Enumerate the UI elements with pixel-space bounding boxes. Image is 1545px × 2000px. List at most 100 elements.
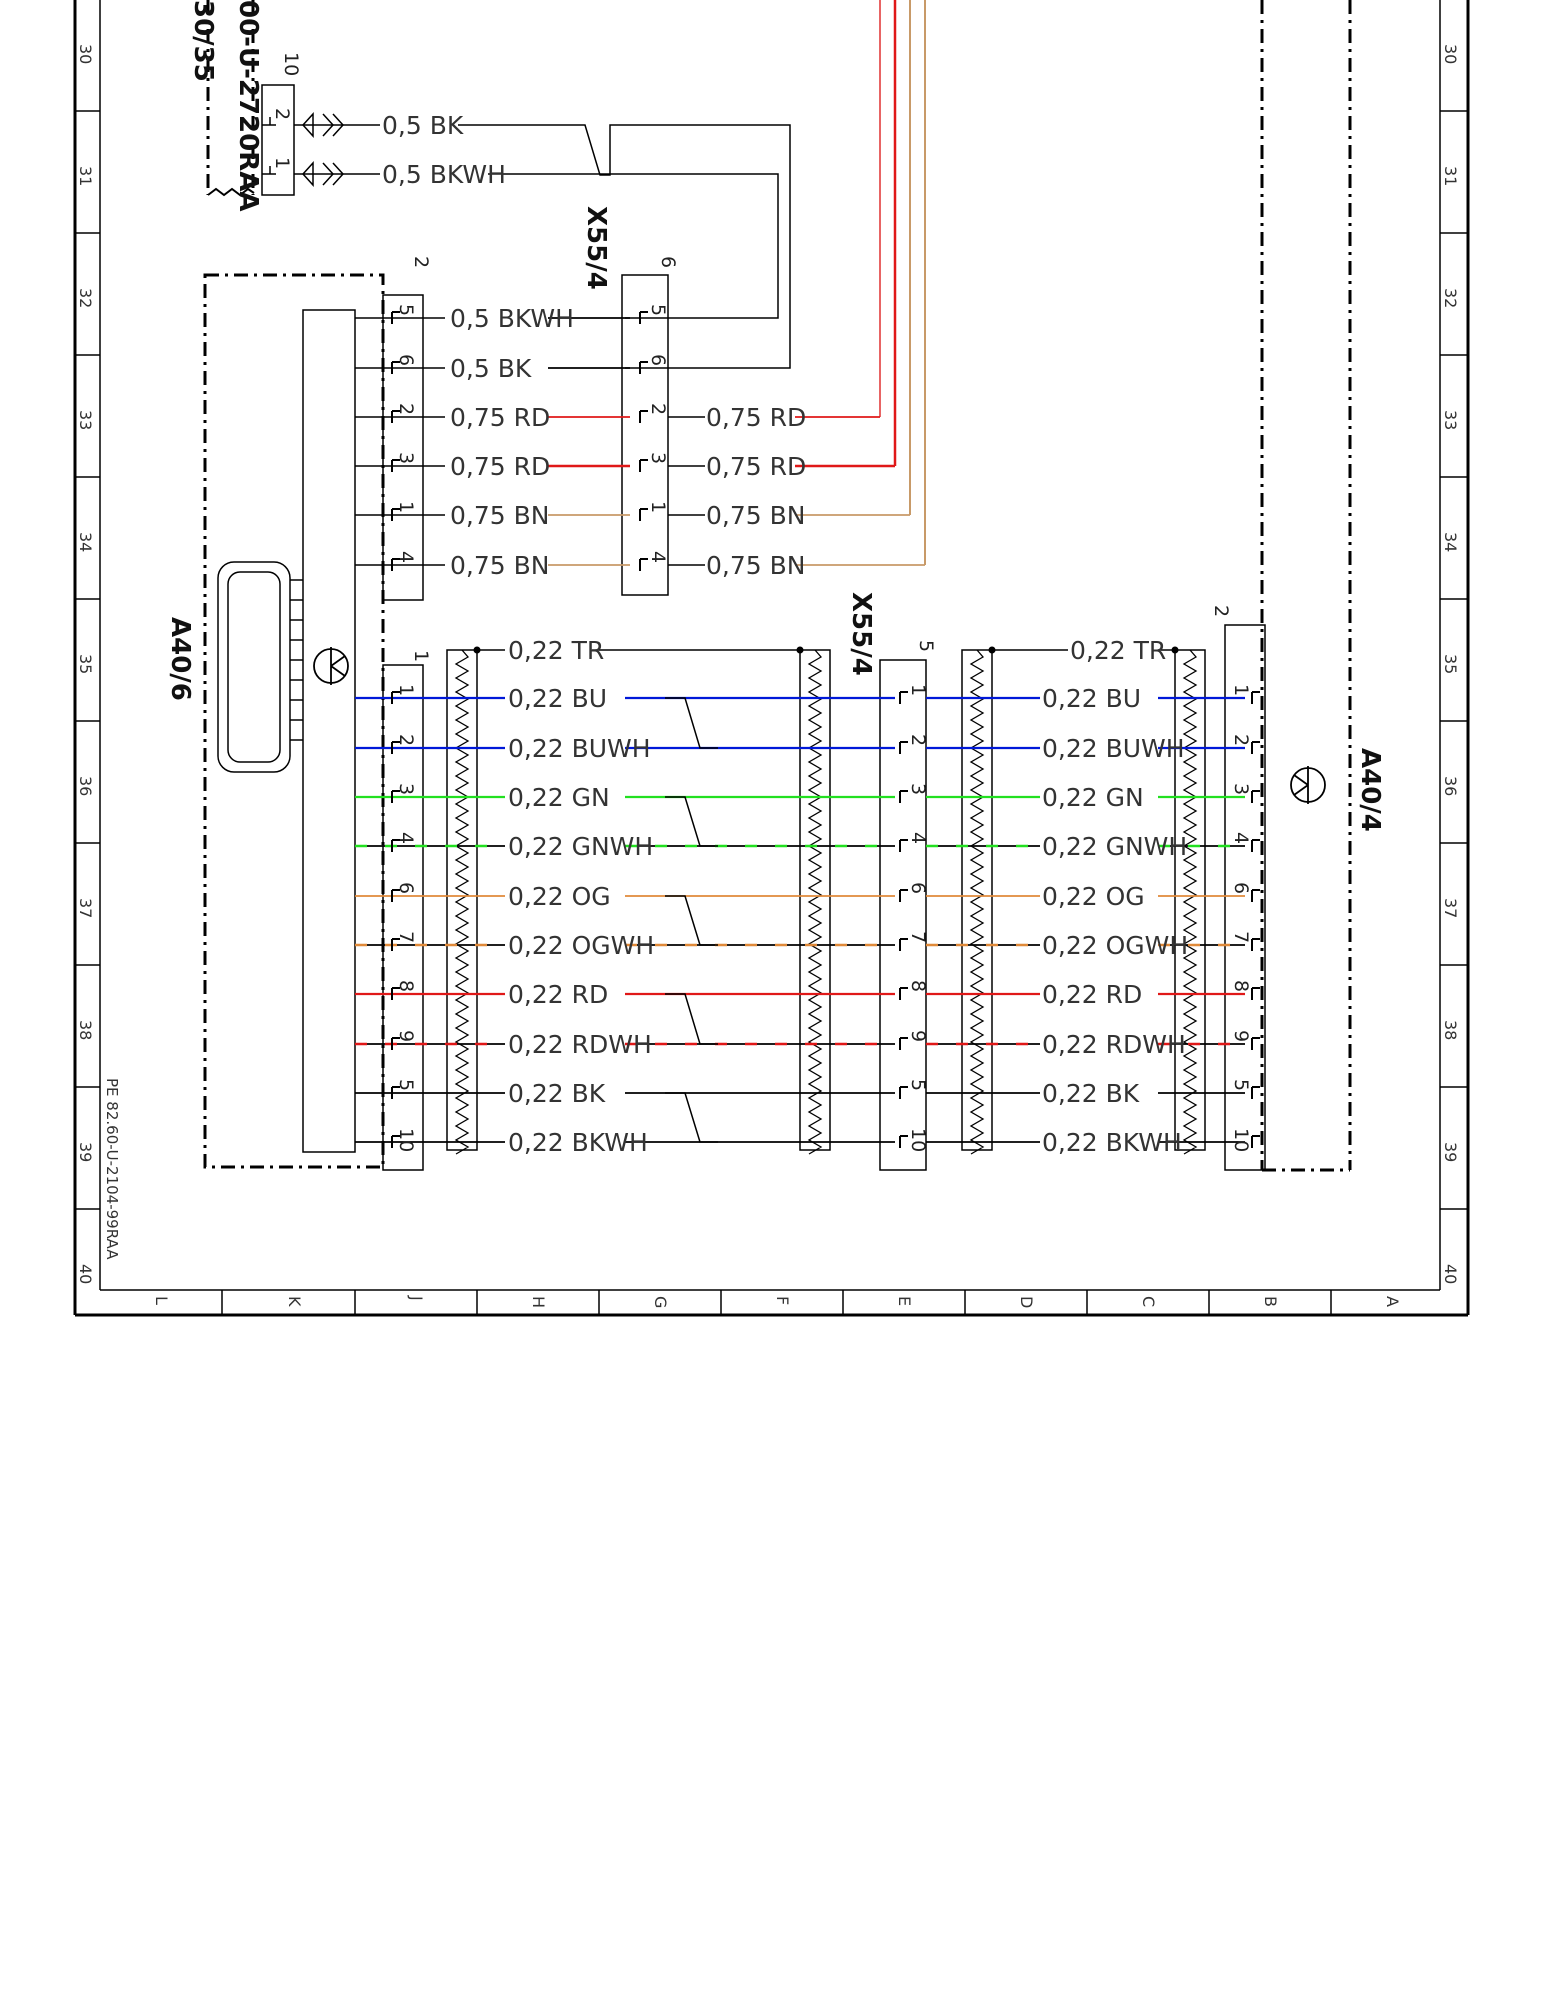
reference-wire-bkwh: 0,5 BKWH (382, 160, 506, 189)
upper-left-wire-label: 0,5 BKWH (450, 304, 574, 333)
lower-left-wire-label: 0,22 RD (508, 980, 608, 1009)
row-label-40: 40 (76, 1264, 95, 1284)
col-label-B: B (1261, 1296, 1280, 1307)
shield-zigzag (454, 649, 470, 1155)
a40-6-upper-pin-1: 1 (395, 501, 417, 513)
row-label-right-34: 34 (1441, 532, 1460, 552)
upper-left-wire-label: 0,75 RD (450, 452, 550, 481)
a40-4-pin-3: 3 (1230, 783, 1252, 795)
row-label-right-38: 38 (1441, 1020, 1460, 1040)
row-label-32: 32 (76, 288, 95, 308)
plug-icon (332, 162, 345, 186)
transistor-icon (313, 647, 349, 685)
row-label-right-31: 31 (1441, 166, 1460, 186)
x55-upper-pin-5: 5 (647, 304, 669, 316)
upper-left-wire-label: 0,5 BK (450, 354, 532, 383)
shield-zigzag (807, 649, 823, 1155)
a40-6-upper-pin-4: 4 (395, 551, 417, 563)
x55-upper-pin-3: 3 (647, 452, 669, 464)
row-label-30: 30 (76, 44, 95, 64)
a40-6-lower-pin-9: 9 (395, 1030, 417, 1042)
upper-left-wire-label: 0,75 RD (450, 403, 550, 432)
a40-6-lower-pin-6: 6 (395, 882, 417, 894)
lower-right-wire-label: 0,22 BU (1042, 684, 1141, 713)
drawing-number: PE 82.60-U-2104-99RAA (103, 1078, 121, 1260)
row-label-right-35: 35 (1441, 654, 1460, 674)
row-label-37: 37 (76, 898, 95, 918)
plug-icon (322, 162, 335, 186)
x55-lower-pin-2: 2 (907, 734, 929, 746)
col-label-A: A (1383, 1296, 1402, 1307)
x55-lower-pin-3: 3 (907, 783, 929, 795)
lower-right-wire-label: 0,22 GN (1042, 783, 1144, 812)
row-label-right-40: 40 (1441, 1264, 1460, 1284)
col-label-F: F (773, 1296, 792, 1305)
lower-right-wire-label: 0,22 BKWH (1042, 1128, 1182, 1157)
pin-tick (262, 117, 276, 126)
row-label-right-32: 32 (1441, 288, 1460, 308)
lower-right-wire-label: 0,22 BK (1042, 1079, 1140, 1108)
x55-lower-pin-1: 1 (907, 684, 929, 696)
a40-6-lower-pin-4: 4 (395, 832, 417, 844)
x55-lower-pin-5: 5 (907, 1079, 929, 1091)
row-label-31: 31 (76, 166, 95, 186)
a40-4-pin-10: 10 (1230, 1128, 1252, 1152)
row-label-right-39: 39 (1441, 1142, 1460, 1162)
reference-line-1: 00-U-2720RAA (233, 0, 263, 212)
a40-6-lower-pin-3: 3 (395, 783, 417, 795)
reference-pin-1: 1 (271, 157, 293, 169)
upper-supply-wires (879, 0, 926, 565)
x55-4-upper-connector: 6 X55/4 (581, 206, 679, 596)
x55-4-lower-connector-number: 5 (915, 640, 937, 652)
plug-icon (301, 161, 314, 187)
a40-6-lower-connector-number: 1 (410, 650, 432, 662)
a40-4-pin-6: 6 (1230, 882, 1252, 894)
lower-right-tr-label: 0,22 TR (1070, 636, 1166, 665)
lower-right-wire-label: 0,22 OGWH (1042, 931, 1188, 960)
upper-right-wire-label: 0,75 RD (706, 403, 806, 432)
a40-4-pin-9: 9 (1230, 1030, 1252, 1042)
a40-4-pin-1: 1 (1230, 684, 1252, 696)
row-label-38: 38 (76, 1020, 95, 1040)
junction-dot (796, 646, 804, 654)
plug-icon (332, 113, 345, 137)
upper-left-wire-label: 0,75 BN (450, 551, 549, 580)
a40-6-module: A40/6 2 1 (165, 256, 432, 1171)
a40-4-pin-5: 5 (1230, 1079, 1252, 1091)
row-label-34: 34 (76, 532, 95, 552)
lower-right-wire-label: 0,22 BUWH (1042, 734, 1185, 763)
twist-marker (665, 796, 718, 847)
x55-lower-pin-9: 9 (907, 1030, 929, 1042)
lower-left-wire-label: 0,22 OGWH (508, 931, 654, 960)
col-label-G: G (651, 1296, 670, 1308)
lower-right-wire-label: 0,22 OG (1042, 882, 1145, 911)
upper-right-wire-label: 0,75 RD (706, 452, 806, 481)
plug-icon (301, 112, 314, 138)
transistor-icon (1290, 766, 1326, 804)
a40-6-label: A40/6 (165, 617, 195, 701)
lower-right-wire-label: 0,22 GNWH (1042, 832, 1187, 861)
x55-4-upper-label: X55/4 (581, 206, 611, 290)
x55-lower-pin-7: 7 (907, 931, 929, 943)
x55-upper-pin-4: 4 (647, 551, 669, 563)
a40-6-upper-pin-6: 6 (395, 354, 417, 366)
reference-pin-2: 2 (271, 108, 293, 120)
a40-4-pin-2: 2 (1230, 734, 1252, 746)
a40-6-lower-pin-1: 1 (395, 684, 417, 696)
x55-lower-pin-6: 6 (907, 882, 929, 894)
lower-right-wire-label: 0,22 RD (1042, 980, 1142, 1009)
row-label-right-37: 37 (1441, 898, 1460, 918)
a40-6-lower-pin-2: 2 (395, 734, 417, 746)
col-label-J: J (407, 1295, 426, 1301)
row-label-39: 39 (76, 1142, 95, 1162)
a40-4-pin-4: 4 (1230, 832, 1252, 844)
col-label-D: D (1017, 1296, 1036, 1308)
lower-left-wire-label: 0,22 BU (508, 684, 607, 713)
upper-right-wire-label: 0,75 BN (706, 551, 805, 580)
a40-6-lower-pin-7: 7 (395, 931, 417, 943)
a40-6-upper-pin-3: 3 (395, 452, 417, 464)
row-label-33: 33 (76, 410, 95, 430)
col-label-C: C (1139, 1296, 1158, 1307)
col-label-H: H (529, 1296, 548, 1308)
